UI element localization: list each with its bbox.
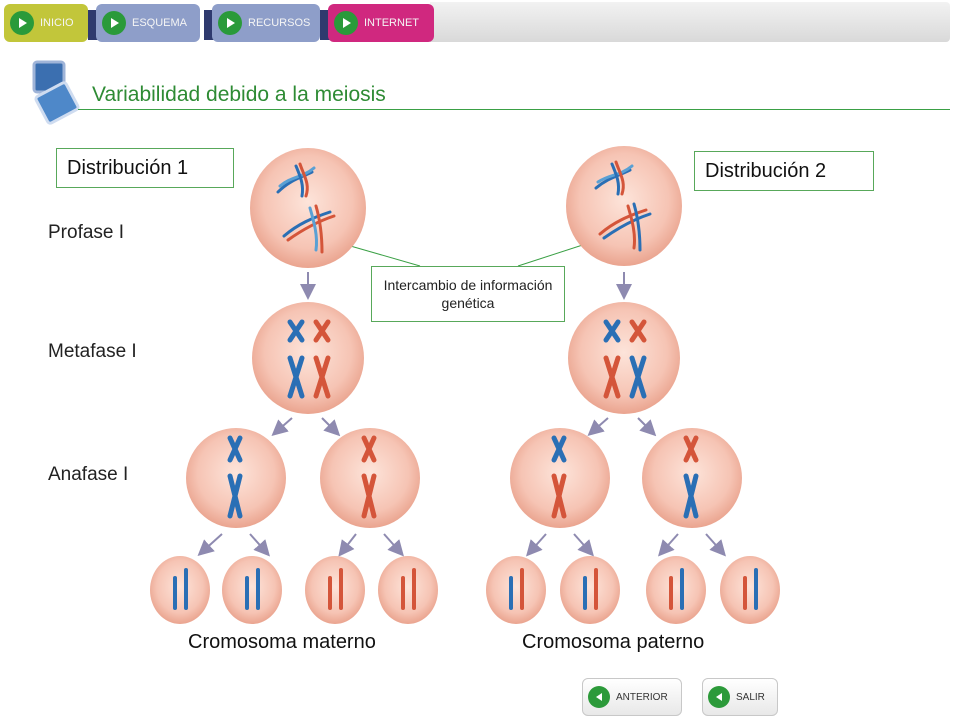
- metaphase-cell: [252, 302, 364, 414]
- back-arrow-icon: [588, 686, 610, 708]
- distribution-1-tree: [150, 148, 438, 624]
- play-arrow-icon: [334, 11, 358, 35]
- distribution-2-label: Distribución 2: [694, 151, 874, 191]
- gamete-cell: [150, 556, 210, 624]
- anaphase-cell: [186, 428, 286, 528]
- metaphase-chromosomes: [603, 319, 647, 399]
- maternal-chromosome-label: Cromosoma materno: [188, 631, 376, 653]
- nav-tab-label: INTERNET: [364, 17, 419, 29]
- nav-band: [430, 2, 950, 42]
- prophase-cell: [566, 146, 682, 266]
- play-arrow-icon: [218, 11, 242, 35]
- nav-tab-inicio[interactable]: INICIO: [4, 4, 88, 42]
- play-arrow-icon: [102, 11, 126, 35]
- nav-tab-esquema[interactable]: ESQUEMA: [96, 4, 200, 42]
- gamete-cell: [378, 556, 438, 624]
- nav-tab-internet[interactable]: INTERNET: [328, 4, 434, 42]
- back-arrow-icon: [708, 686, 730, 708]
- gamete-cell: [222, 556, 282, 624]
- gamete-cell: [560, 556, 620, 624]
- nav-tab-label: INICIO: [40, 17, 74, 29]
- phase-label-metaphase: Metafase I: [48, 341, 137, 362]
- metaphase-cell: [568, 302, 680, 414]
- exit-button-label: SALIR: [736, 691, 765, 703]
- gamete-cell: [305, 556, 365, 624]
- prophase-chromosomes: [594, 160, 652, 252]
- prophase-chromosomes: [276, 162, 336, 254]
- previous-button-label: ANTERIOR: [616, 691, 668, 703]
- distribution-2-tree: [486, 146, 780, 624]
- exit-button[interactable]: SALIR: [702, 678, 778, 716]
- previous-button[interactable]: ANTERIOR: [582, 678, 682, 716]
- anaphase-cell: [642, 428, 742, 528]
- nav-tab-label: ESQUEMA: [132, 17, 188, 29]
- metaphase-chromosomes: [287, 319, 331, 399]
- top-navigation: INICIO ESQUEMA RECURSOS INTERNET: [0, 0, 960, 44]
- page-title: Variabilidad debido a la meiosis: [92, 83, 386, 106]
- callout-line: [339, 242, 421, 267]
- gamete-cell: [720, 556, 780, 624]
- distribution-1-label: Distribución 1: [56, 148, 234, 188]
- slides-icon: [32, 60, 80, 125]
- nav-tab-recursos[interactable]: RECURSOS: [212, 4, 320, 42]
- gamete-cell: [646, 556, 706, 624]
- crossing-over-callout: Intercambio de información genética: [371, 266, 565, 322]
- prophase-cell: [250, 148, 366, 268]
- nav-tab-label: RECURSOS: [248, 17, 311, 29]
- anaphase-cell: [510, 428, 610, 528]
- paternal-chromosome-label: Cromosoma paterno: [522, 631, 705, 653]
- play-arrow-icon: [10, 11, 34, 35]
- gamete-cell: [486, 556, 546, 624]
- title-divider: [78, 109, 950, 110]
- phase-label-anaphase: Anafase I: [48, 464, 129, 485]
- phase-label-prophase: Profase I: [48, 222, 125, 243]
- anaphase-cell: [320, 428, 420, 528]
